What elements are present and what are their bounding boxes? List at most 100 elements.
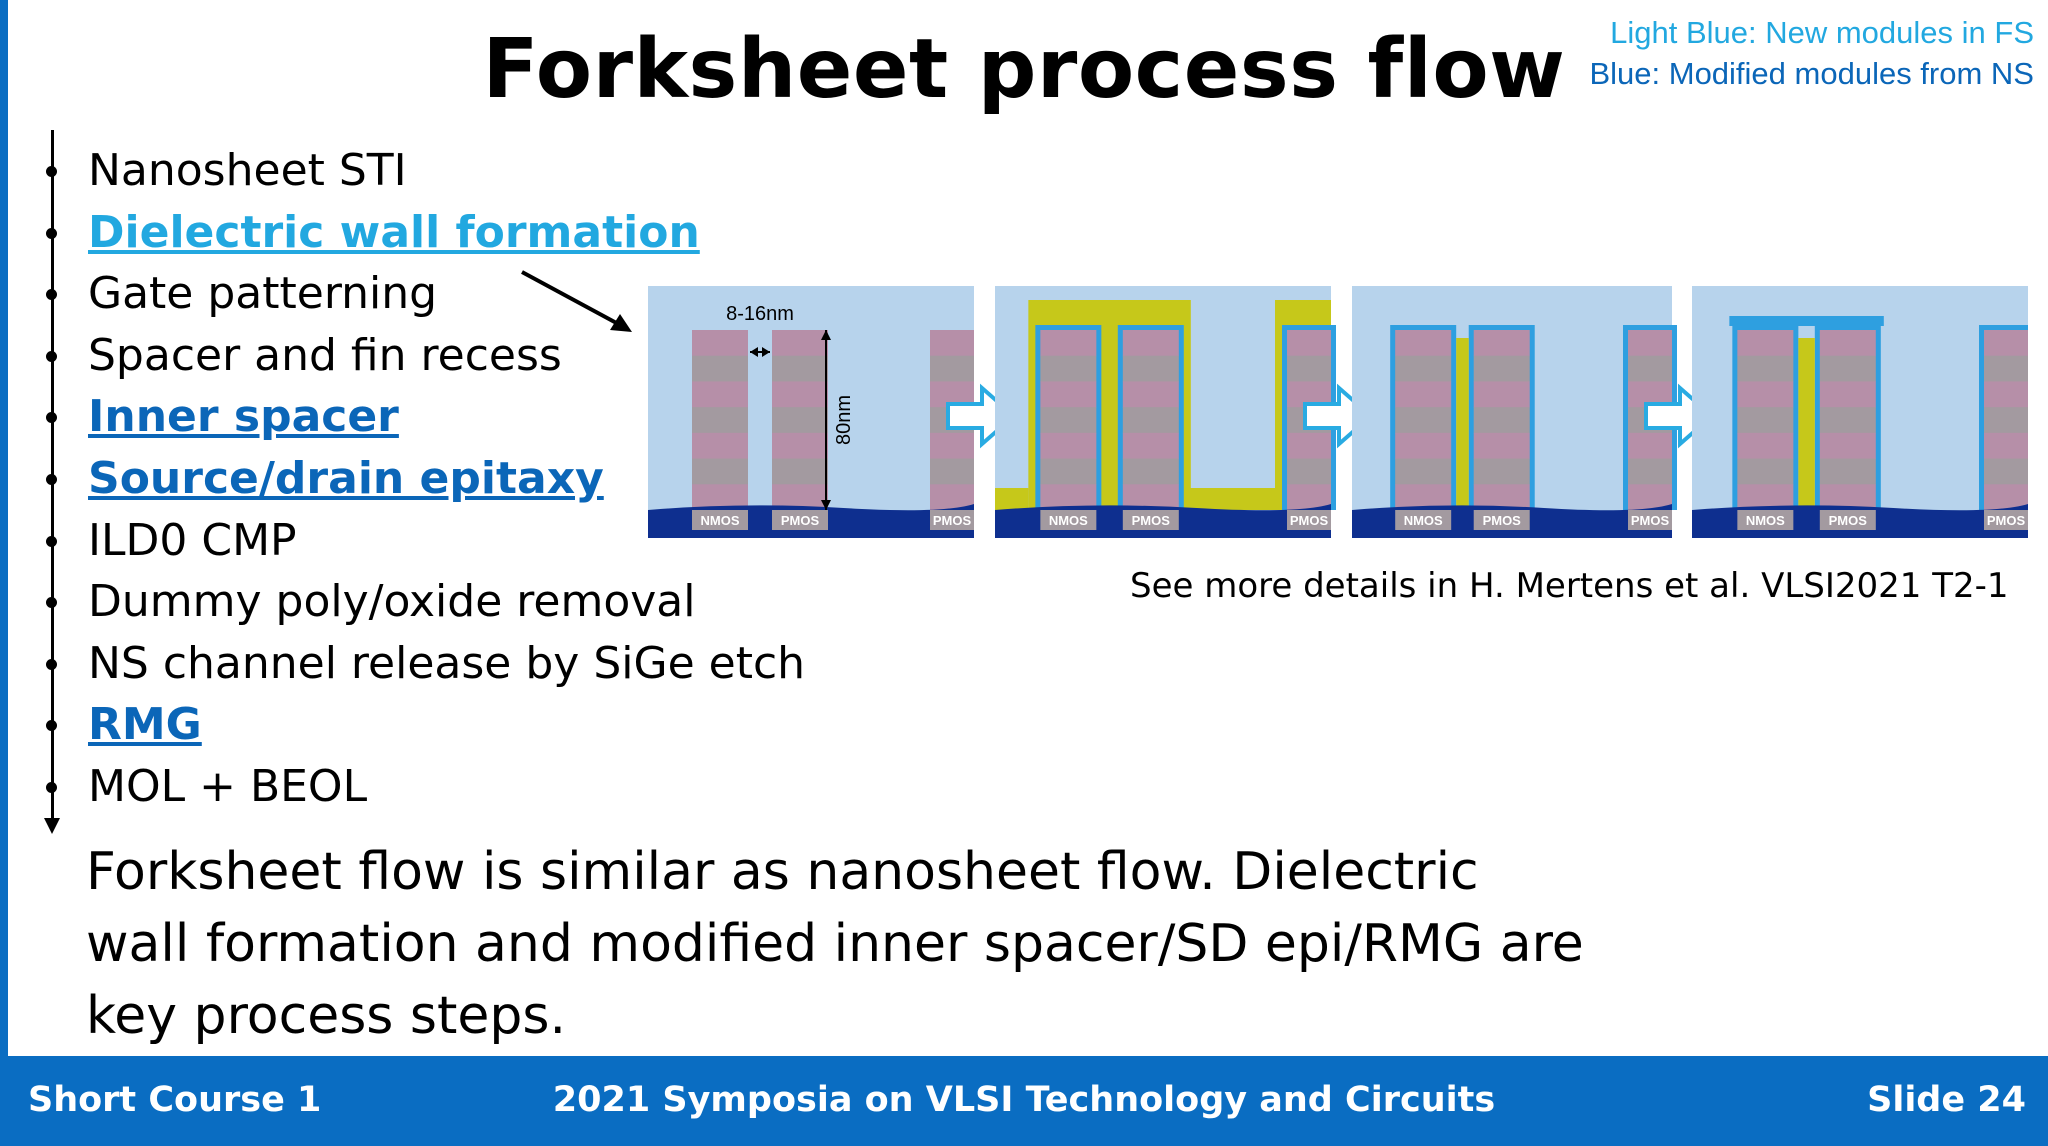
nmos-label: NMOS: [1746, 513, 1785, 528]
device-label-bg: [1040, 510, 1097, 530]
device-label-bg: [930, 510, 974, 530]
step-bullet: [46, 289, 57, 301]
process-step[interactable]: Inner spacer: [0, 386, 805, 448]
device-label-bg: [772, 510, 828, 530]
nanosheet-fin: [1040, 381, 1097, 408]
nanosheet-fin: [1984, 355, 2028, 382]
step-bullet: [46, 412, 57, 424]
nanosheet-fin: [1628, 458, 1672, 485]
nanosheet-fin: [1040, 432, 1097, 460]
nanosheet-fin: [1395, 407, 1452, 434]
nanosheet-fin: [1473, 458, 1530, 485]
process-step: Spacer and fin recess: [0, 325, 805, 387]
nanosheet-fin: [1122, 330, 1179, 357]
dielectric-wall: [1798, 338, 1815, 510]
step-bullet: [46, 535, 57, 547]
device-label-bg: [692, 510, 748, 530]
legend-blue: Blue: Modified modules from NS: [1589, 56, 2034, 91]
slide-left-border: [0, 0, 8, 1146]
nanosheet-fin: [1819, 407, 1876, 434]
device-label-bg: [1287, 510, 1331, 530]
footer-slide-number: Slide 24: [1867, 1080, 2026, 1120]
nanosheet-fin: [930, 355, 974, 382]
nanosheet-fin: [930, 458, 974, 485]
nanosheet-fin: [930, 432, 974, 460]
nanosheet-fin: [1737, 432, 1794, 460]
color-legend: Light Blue: New modules in FS Blue: Modi…: [1589, 12, 2034, 94]
nanosheet-fin: [1628, 355, 1672, 382]
pmos-label: PMOS: [1483, 513, 1522, 528]
device-label-bg: [1395, 510, 1452, 530]
nanosheet-fin: [1819, 330, 1876, 357]
slide-title: Forksheet process flow: [482, 22, 1566, 117]
nanosheet-fin: [1287, 432, 1331, 460]
pmos-label: PMOS: [1829, 513, 1868, 528]
pmos-label: PMOS: [1631, 513, 1670, 528]
nanosheet-fin: [1819, 432, 1876, 460]
width-dimension-label: 8-16nm: [726, 303, 794, 325]
nanosheet-fin: [1984, 407, 2028, 434]
nanosheet-fin: [1737, 407, 1794, 434]
pmos-label: PMOS: [781, 513, 820, 528]
flow-timeline-arrowhead: [44, 818, 60, 834]
pmos-label: PMOS: [1987, 513, 2026, 528]
step-bullet: [46, 166, 57, 177]
nanosheet-fin: [692, 330, 748, 357]
footer-conference: 2021 Symposia on VLSI Technology and Cir…: [552, 1080, 1496, 1120]
nanosheet-fin: [1628, 432, 1672, 460]
nanosheet-fin: [772, 355, 828, 382]
device-label-bg: [1628, 510, 1672, 530]
height-dimension-arrowhead: [821, 330, 831, 340]
pmos-label: PMOS: [933, 513, 972, 528]
nanosheet-fin: [1737, 381, 1794, 408]
process-step-list: Nanosheet STI Dielectric wall formation …: [0, 140, 805, 818]
nanosheet-fin: [1395, 432, 1452, 460]
nanosheet-fin: [1737, 330, 1794, 357]
nanosheet-fin: [1395, 381, 1452, 408]
process-step: ILD0 CMP: [0, 510, 805, 572]
nanosheet-fin: [1040, 407, 1097, 434]
step-bullet: [46, 781, 57, 793]
nanosheet-fin: [1819, 458, 1876, 485]
nanosheet-fin: [1287, 355, 1331, 382]
step-bullet: [46, 473, 57, 485]
nanosheet-fin: [1984, 432, 2028, 460]
process-step[interactable]: Dielectric wall formation: [0, 202, 805, 264]
dielectric-wall-layer: [995, 488, 1029, 510]
nmos-label: NMOS: [701, 513, 740, 528]
nanosheet-fin: [1395, 458, 1452, 485]
device-label-bg: [1122, 510, 1179, 530]
nanosheet-fin: [692, 355, 748, 382]
reference-note: See more details in H. Mertens et al. VL…: [1130, 566, 2009, 606]
nanosheet-fin: [1737, 458, 1794, 485]
height-dimension-arrowhead: [821, 500, 831, 510]
nanosheet-fin: [1984, 381, 2028, 408]
process-step: MOL + BEOL: [0, 756, 805, 818]
nanosheet-fin: [772, 330, 828, 357]
nanosheet-fin: [1122, 355, 1179, 382]
pmos-label: PMOS: [1132, 513, 1171, 528]
nanosheet-fin: [692, 432, 748, 460]
process-step: Gate patterning: [0, 263, 805, 325]
process-step[interactable]: RMG: [0, 694, 805, 756]
nanosheet-fin: [1040, 458, 1097, 485]
nanosheet-fin: [930, 330, 974, 357]
process-step[interactable]: Source/drain epitaxy: [0, 448, 805, 510]
step-bullet: [46, 227, 57, 239]
nanosheet-fin: [1040, 330, 1097, 357]
nanosheet-fin: [772, 432, 828, 460]
nanosheet-fin: [1984, 458, 2028, 485]
step-bullet: [46, 597, 57, 609]
pointer-arrow-icon: [521, 270, 632, 332]
nanosheet-fin: [1473, 381, 1530, 408]
nanosheet-fin: [692, 407, 748, 434]
nanosheet-fin: [1122, 432, 1179, 460]
nanosheet-fin: [1122, 458, 1179, 485]
nanosheet-fin: [1395, 330, 1452, 357]
nanosheet-fin: [1473, 330, 1530, 357]
device-label-bg: [1984, 510, 2028, 530]
nanosheet-fin: [1122, 407, 1179, 434]
nanosheet-fin: [1287, 458, 1331, 485]
width-dimension-arrowhead: [762, 347, 770, 357]
